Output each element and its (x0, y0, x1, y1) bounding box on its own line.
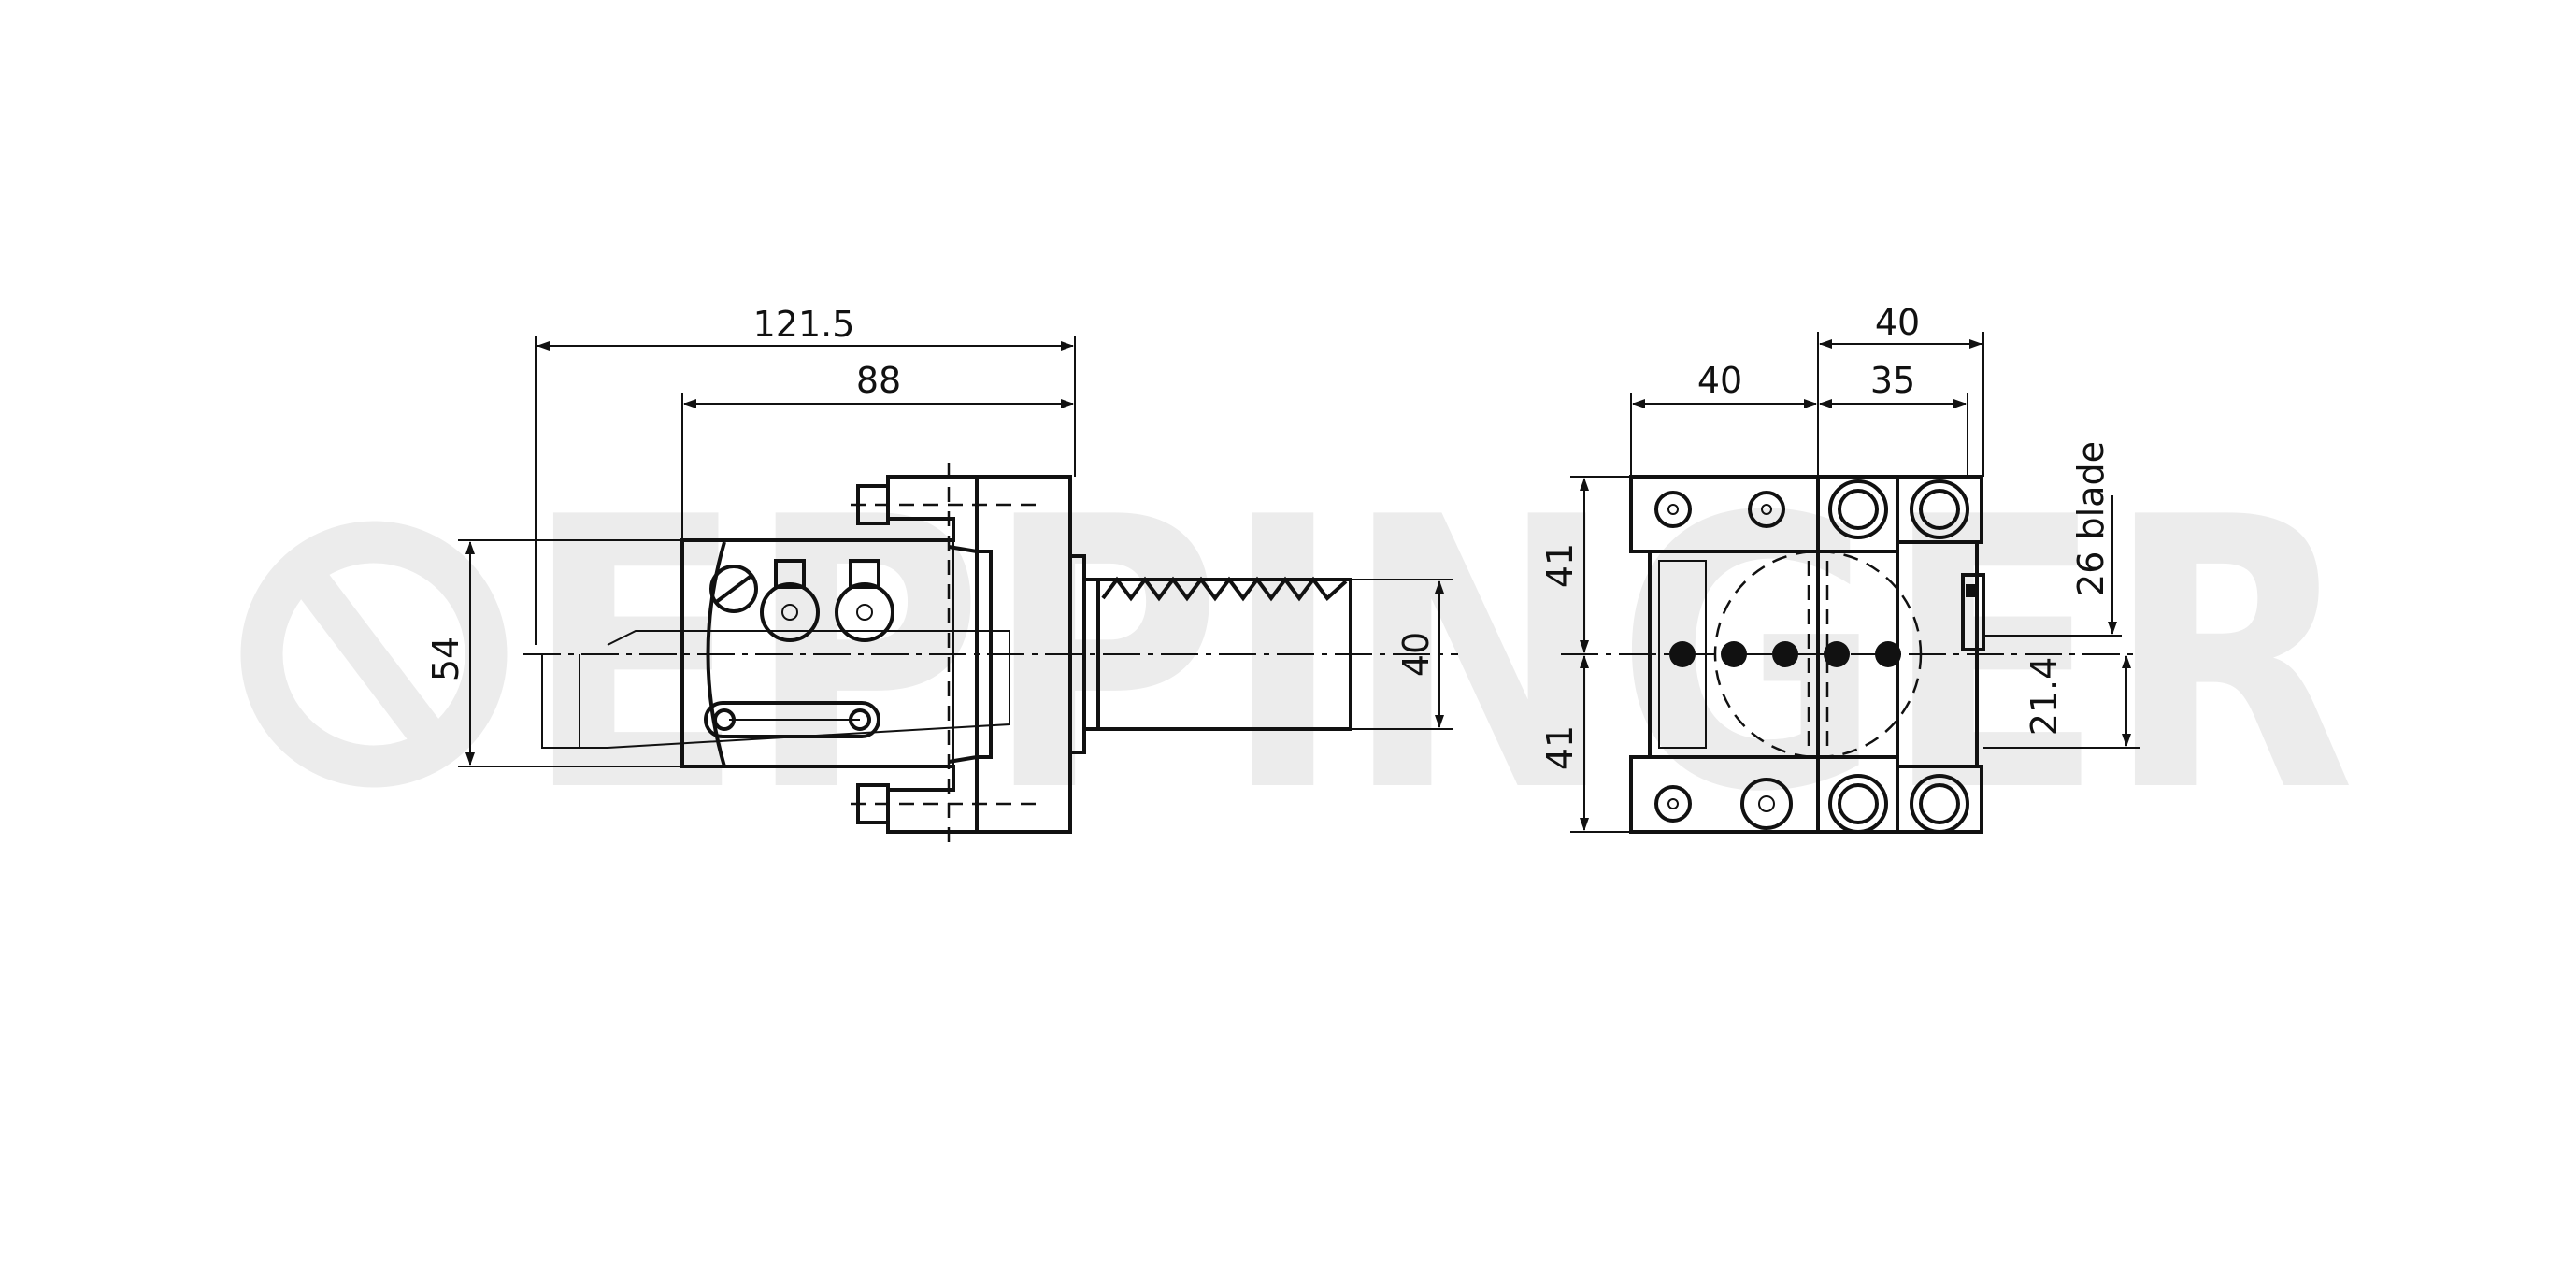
front-blade (1961, 573, 1985, 651)
side-shank (1070, 554, 1086, 754)
tool-top (607, 630, 1010, 654)
side-flange (975, 475, 1072, 834)
screw-2-center (856, 604, 873, 621)
bolt-tr2 (1910, 479, 1969, 539)
center-hole-2 (1721, 641, 1747, 667)
center-hole-3 (1772, 641, 1798, 667)
bolt-tr1 (1828, 479, 1888, 539)
bolt-tr1-i (1838, 489, 1879, 530)
clamp-slot (704, 701, 880, 738)
screw-2 (835, 582, 894, 642)
hole-bm (1740, 778, 1793, 830)
hole-tl-c (1667, 504, 1679, 515)
clamp-slot-pin-right (849, 708, 871, 731)
hole-tm-c (1761, 504, 1772, 515)
bolt-br2 (1910, 774, 1969, 834)
bolt-br1 (1828, 774, 1888, 834)
dim-blade-height-label: 21.4 (2024, 657, 2065, 737)
watermark-logo-ring (240, 521, 508, 788)
dim-lower-half-label: 41 (1539, 725, 1581, 770)
dim-height-label: 54 (425, 637, 466, 681)
hole-bl (1654, 785, 1692, 823)
hole-tm (1748, 491, 1785, 528)
clamp-slot-pin-left (713, 708, 736, 731)
side-body (680, 475, 993, 834)
screw-slotted (709, 565, 758, 613)
front-dashed-circle (1713, 550, 1923, 759)
screw-slot (713, 573, 754, 605)
front-blade-screw (1966, 584, 1979, 597)
screw-1-head (774, 559, 806, 589)
screw-2-head (849, 559, 880, 589)
hole-bm-c (1758, 795, 1775, 812)
dim-side-offset-label: 35 (1870, 360, 1915, 401)
side-body-face (706, 541, 726, 767)
front-view-dimensions: 40 40 35 41 41 26 blade 21.4 (1539, 302, 2140, 833)
dim-upper-half-label: 41 (1539, 543, 1581, 588)
side-chamfer-top (948, 545, 979, 570)
side-shank-cylinder (1096, 578, 1352, 731)
hole-tl (1654, 491, 1692, 528)
dim-blade-size-label: 26 blade (2070, 441, 2111, 596)
bolt-tr2-i (1919, 489, 1960, 530)
side-chamfer-bottom (948, 738, 979, 764)
center-hole-1 (1669, 641, 1696, 667)
side-shank-serration (1101, 576, 1348, 602)
front-inner-plate (1658, 560, 1707, 749)
center-hole-4 (1824, 641, 1850, 667)
hole-bl-c (1667, 798, 1679, 809)
side-view-dimensions: 121.5 88 54 40 (425, 304, 1453, 767)
dim-shank-label: 40 (1395, 632, 1437, 677)
side-view (523, 463, 1458, 846)
center-hole-5 (1875, 641, 1901, 667)
front-center-holes (1669, 641, 1901, 667)
front-view (1561, 475, 2140, 834)
dim-side-width-label: 40 (1875, 302, 1920, 343)
dim-head-length-label: 88 (856, 360, 901, 401)
front-holes (1654, 479, 1969, 834)
dim-front-width-label: 40 (1697, 360, 1742, 401)
bolt-br2-i (1919, 783, 1960, 824)
screw-1-center (781, 604, 798, 621)
watermark: EPPINGER (240, 439, 2355, 874)
screw-1 (760, 582, 820, 642)
watermark-logo-slash (298, 572, 445, 751)
tool-outline (541, 654, 580, 749)
dim-overall-length-label: 121.5 (753, 304, 855, 345)
bolt-br1-i (1838, 783, 1879, 824)
